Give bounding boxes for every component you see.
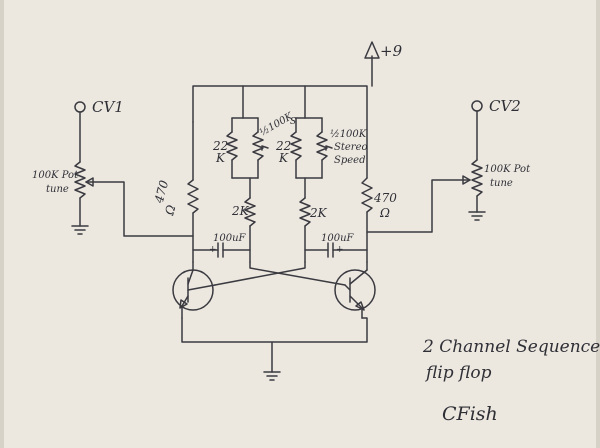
pot-tune-right-value: 100K Pot (484, 164, 531, 175)
resistor-22k-right-icon (290, 131, 302, 161)
pot-tune-left-value: 100K Pot (32, 170, 79, 181)
top-rail-wire (192, 85, 368, 179)
resistor-470-left-icon (187, 179, 199, 214)
ground-network (181, 317, 368, 381)
pot-100k-stereo-name: Stereo (334, 142, 368, 153)
left-collector-branch: 470 Ω (152, 121, 199, 263)
pot-100k-stereo-speed: Speed (334, 155, 366, 166)
cross-coupling (214, 261, 346, 286)
supply-rail: +9 (192, 41, 403, 179)
pot-tune-right-wiper-icon (462, 175, 471, 185)
pot-tune-left-name: tune (46, 184, 69, 195)
resistor-22k-left-icon (226, 131, 238, 161)
cv1-wiper-wire (85, 181, 194, 237)
cap-right-label: 100uF (321, 233, 355, 244)
resistor-22k-right-unit: K (278, 151, 289, 165)
transistor-left-collector-lead (187, 269, 194, 285)
pot-tune-right-icon (471, 159, 483, 197)
cross-wire-right-to-left (214, 261, 306, 286)
right-timing-network: 22 K ½100K Stereo Speed 2K (275, 85, 368, 263)
transistor-right-body-icon (334, 269, 376, 311)
transistor-right-emitter-lead (349, 295, 363, 309)
pot-tune-left-wiper-icon (85, 177, 94, 187)
transistor-right-emitter-arrow-icon (355, 301, 365, 311)
cv2-wiper-wire (366, 179, 471, 233)
resistor-2k-left-label: 2K (231, 204, 250, 218)
pot-100k-s-wiper-icon (261, 145, 269, 151)
resistor-2k-left-icon (244, 197, 256, 227)
cv1-section: CV1 100K Pot tune (32, 98, 194, 237)
cap-left-plus: + (209, 245, 217, 255)
resistor-22k-left-unit: K (215, 151, 226, 165)
transistor-left (172, 261, 216, 319)
coupling-capacitors: + 100uF + 100uF (192, 233, 368, 258)
resistor-22k-left-label: 22 (212, 139, 228, 153)
transistor-right (334, 261, 376, 319)
cap-right-plus: + (336, 245, 344, 255)
resistor-470-right-icon (361, 177, 373, 213)
pot-tune-right-name: tune (490, 178, 513, 189)
diagram-title-line2: flip flop (424, 363, 492, 383)
pot-100k-stereo-label: ½100K (330, 129, 367, 140)
resistor-470-right-label: 470 (373, 191, 397, 205)
author-signature: CFish (442, 403, 498, 425)
transistor-left-emitter-arrow-icon (179, 299, 188, 309)
pot-100k-s-suffix: S (290, 117, 296, 127)
pot-100k-stereo-icon (316, 131, 328, 161)
right-collector-branch: 470 Ω (361, 177, 397, 263)
resistor-2k-right-label: 2K (309, 206, 328, 220)
transistor-left-base-lead (187, 284, 216, 291)
resistor-470-right-unit: Ω (379, 206, 390, 220)
cross-wire-left-to-right (249, 261, 346, 286)
pot-tune-left-icon (74, 161, 86, 199)
diagram-title-line1: 2 Channel Sequencer (422, 337, 600, 357)
emitter-bus (181, 317, 368, 343)
transistor-right-collector-lead (349, 269, 368, 285)
transistor-left-emitter-lead (181, 295, 189, 307)
cv1-label: CV1 (92, 98, 124, 116)
cv2-section: CV2 100K Pot tune (366, 97, 531, 233)
paper-sheet (4, 0, 596, 448)
cv2-label: CV2 (489, 97, 521, 115)
resistor-22k-right-label: 22 (275, 139, 291, 153)
transistor-right-base-lead (344, 284, 351, 291)
supply-arrow-icon (364, 41, 380, 59)
resistor-2k-right-icon (299, 197, 311, 227)
resistor-470-left-label: 470 (152, 178, 172, 205)
supply-label: +9 (380, 42, 403, 60)
cap-left-label: 100uF (213, 233, 247, 244)
pot-100k-s-icon (252, 131, 264, 161)
resistor-470-left-unit: Ω (162, 203, 178, 217)
pot-100k-stereo-wiper-icon (325, 145, 333, 151)
